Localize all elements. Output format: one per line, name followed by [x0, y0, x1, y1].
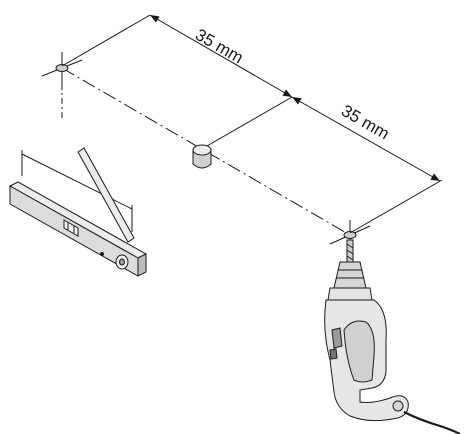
drill-icon: [324, 261, 461, 434]
extension-line-middle: [199, 96, 293, 151]
spirit-level-icon: [8, 147, 148, 277]
dowel-icon: [192, 144, 212, 169]
dimension-label-first: 35 mm: [192, 25, 247, 67]
dimension-label-second: 35 mm: [338, 101, 393, 143]
dimension-arrow-first: [149, 14, 293, 98]
center-line: [61, 67, 351, 236]
extension-line-right: [349, 179, 443, 234]
drill-bit-icon: [346, 239, 354, 263]
dimension-arrow-second: [291, 96, 441, 182]
mark-crosshair-left: [41, 52, 83, 84]
extension-line-left: [61, 14, 151, 67]
